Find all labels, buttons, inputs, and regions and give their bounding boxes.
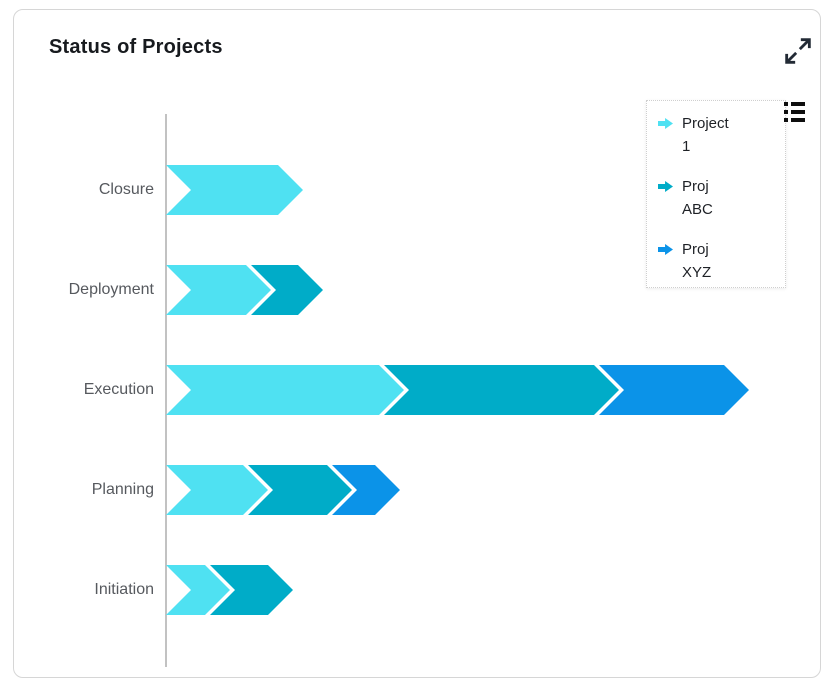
category-label-deployment: Deployment [68, 281, 154, 298]
bar-segment-execution-project-1[interactable] [166, 365, 404, 415]
legend-item-label: Project 1 [682, 115, 729, 155]
bar-segment-planning-project-1[interactable] [166, 465, 268, 515]
legend-item-proj-abc[interactable]: Proj ABC [658, 175, 777, 221]
legend-item-project-1[interactable]: Project 1 [658, 112, 777, 158]
legend: Project 1 Proj ABC Proj XYZ [646, 100, 786, 288]
right-arrow-icon [658, 244, 673, 255]
right-arrow-icon [658, 118, 673, 129]
category-label-closure: Closure [98, 181, 154, 198]
expand-diagonal-arrows-icon [785, 38, 811, 64]
card-title: Status of Projects [49, 36, 223, 58]
legend-item-label: Proj XYZ [682, 241, 712, 281]
expand-icon[interactable] [778, 32, 818, 72]
legend-menu-icon[interactable] [782, 100, 808, 124]
right-arrow-icon [658, 181, 673, 192]
bar-segment-closure-project-1[interactable] [166, 165, 303, 215]
legend-items: Project 1 Proj ABC Proj XYZ [658, 112, 777, 284]
bar-segment-execution-proj-xyz[interactable] [599, 365, 749, 415]
bar-segment-deployment-project-1[interactable] [166, 265, 271, 315]
category-label-execution: Execution [83, 381, 154, 398]
bar-segment-execution-proj-abc[interactable] [384, 365, 619, 415]
category-label-initiation: Initiation [94, 581, 154, 598]
legend-item-label: Proj ABC [682, 178, 713, 218]
y-axis-line [165, 114, 167, 667]
category-label-planning: Planning [91, 481, 154, 498]
legend-item-proj-xyz[interactable]: Proj XYZ [658, 238, 777, 284]
list-menu-icon [784, 102, 806, 122]
